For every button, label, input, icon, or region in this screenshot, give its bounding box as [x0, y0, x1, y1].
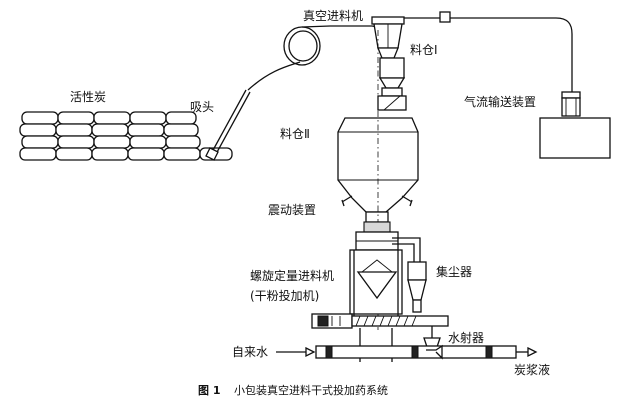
- label-bin-2: 料仓Ⅱ: [280, 127, 310, 141]
- dust-collector: [392, 237, 427, 313]
- bin-1: [377, 57, 407, 111]
- suction-hose: [247, 25, 385, 91]
- label-suction-head: 吸头: [190, 100, 214, 114]
- pneumatic-conveying-device: [539, 91, 611, 159]
- label-slurry: 炭浆液: [514, 362, 550, 377]
- label-vacuum-feeder: 真空进料机: [303, 9, 363, 23]
- label-tap-water: 自来水: [232, 345, 268, 359]
- caption-text: 小包装真空进料干式投加药系统: [234, 383, 388, 397]
- label-activated-carbon: 活性炭: [70, 90, 106, 104]
- screw-drive: [311, 313, 449, 329]
- carbon-bag-stack: [19, 111, 233, 161]
- air-line: [404, 11, 573, 92]
- caption-number: 图 1: [198, 384, 220, 397]
- water-pipe: [276, 344, 538, 360]
- suction-head: [205, 89, 251, 161]
- label-water-ejector: 水射器: [448, 330, 484, 345]
- label-vibrator: 震动装置: [268, 203, 316, 217]
- vibration-device: [341, 195, 413, 207]
- label-bin-1: 料仓Ⅰ: [410, 43, 438, 57]
- screw-feeder: [349, 221, 403, 316]
- label-screw-feeder-1: 螺旋定量进料机: [250, 268, 334, 283]
- vacuum-feeder: [371, 16, 405, 59]
- label-screw-feeder-2: (干粉投加机): [250, 288, 319, 303]
- label-pneumatic-conveying: 气流输送装置: [464, 94, 536, 109]
- label-dust-collector: 集尘器: [436, 264, 472, 279]
